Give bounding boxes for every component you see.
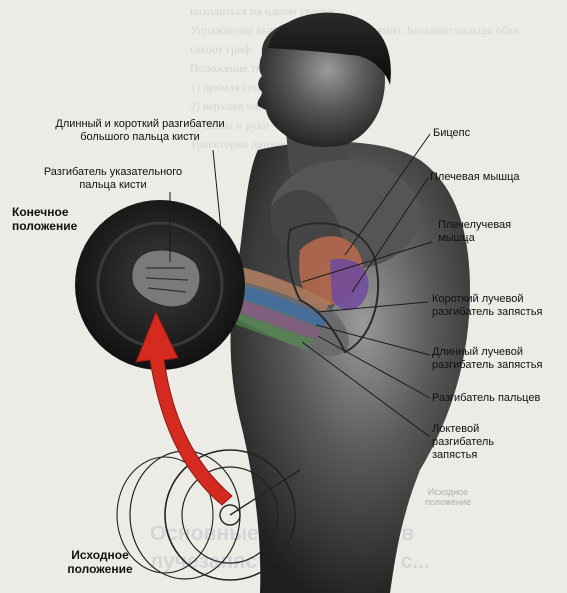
- label-ext-digitorum: Разгибатель пальцев: [432, 392, 541, 404]
- label-biceps: Бицепс: [433, 127, 471, 139]
- label-end-position: Конечное положение: [12, 205, 78, 233]
- label-start-position: Исходное положение: [67, 548, 133, 576]
- label-ecu: Локтевой разгибатель запястья: [432, 423, 495, 461]
- background-start-label: Исходное положение: [425, 487, 471, 507]
- upper-arm: [287, 222, 380, 354]
- label-brachioradialis: Плечелучевая мышца: [438, 219, 512, 244]
- brachialis-muscle: [330, 258, 369, 311]
- plate-start: [164, 449, 296, 581]
- motion-arrow: [135, 310, 233, 506]
- label-extensor-index: Разгибатель указательного пальца кисти: [43, 166, 183, 191]
- label-extensors-thumb: Длинный и короткий разгибатели большого …: [55, 118, 225, 143]
- hair: [268, 12, 391, 86]
- label-ecr-longus: Длинный лучевой разгибатель запястья: [432, 346, 543, 371]
- background-line: ывают гриф.: [190, 42, 255, 56]
- label-ecr-brevis: Короткий лучевой разгибатель запястья: [432, 293, 543, 318]
- label-brachialis: Плечевая мышца: [430, 171, 520, 183]
- background-line: 3) спина и руки: [190, 118, 270, 132]
- leader-lines: [169, 133, 433, 438]
